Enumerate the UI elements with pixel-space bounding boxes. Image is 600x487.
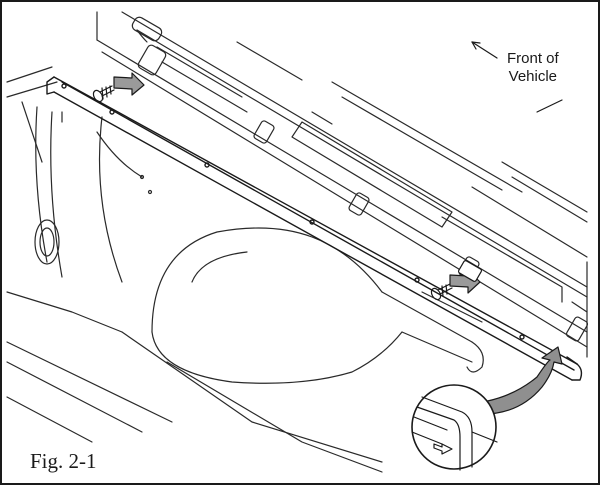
detail-magnifier — [411, 384, 498, 471]
wheel-well — [121, 227, 484, 473]
front-of-vehicle-label: Front of Vehicle — [507, 50, 559, 86]
screw-right — [430, 283, 453, 301]
insert-arrow-right — [449, 260, 483, 294]
front-direction-arrow — [471, 41, 563, 113]
bed-side-wall — [96, 11, 589, 358]
screw-left — [92, 85, 115, 103]
front-of-vehicle-line1: Front of — [507, 50, 559, 67]
figure-caption: Fig. 2-1 — [30, 449, 97, 473]
front-of-vehicle-line2: Vehicle — [508, 68, 558, 85]
insert-arrow-left — [113, 72, 145, 96]
bed-rail — [46, 76, 583, 381]
bed-left-wall — [6, 66, 173, 443]
